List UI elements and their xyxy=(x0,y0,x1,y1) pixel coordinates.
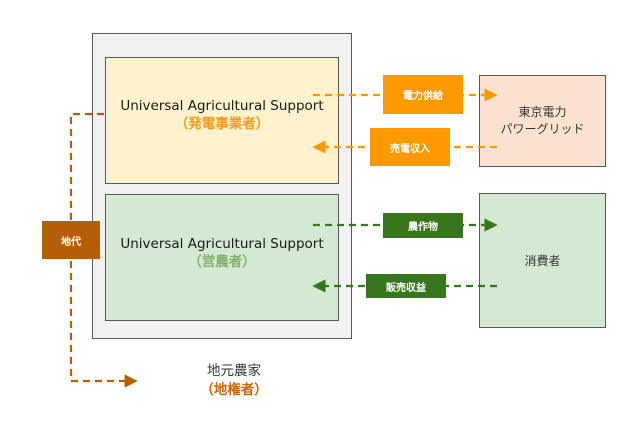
landowner: 地元農家 （地権者） xyxy=(164,362,304,400)
sales-revenue-label: 販売収益 xyxy=(366,274,446,298)
farmer-name: Universal Agricultural Support xyxy=(120,236,324,252)
producer-name: Universal Agricultural Support xyxy=(120,98,324,114)
grid-operator-line1: 東京電力 xyxy=(518,105,567,119)
farming-operator-box: Universal Agricultural Support （営農者） xyxy=(105,194,339,321)
landowner-name: 地元農家 xyxy=(207,363,261,379)
consumer-box: 消費者 xyxy=(479,193,606,328)
crops-label: 農作物 xyxy=(383,213,463,238)
power-producer-box: Universal Agricultural Support （発電事業者） xyxy=(105,57,339,184)
land-rent-label: 地代 xyxy=(42,221,100,259)
power-supply-label: 電力供給 xyxy=(383,75,463,114)
grid-operator-line2: パワーグリッド xyxy=(500,122,585,136)
farmer-role: （営農者） xyxy=(188,254,256,270)
grid-operator-box: 東京電力 パワーグリッド xyxy=(479,75,606,167)
consumer-label: 消費者 xyxy=(524,254,561,268)
power-sales-label: 売電収入 xyxy=(370,128,450,166)
producer-role: （発電事業者） xyxy=(174,116,270,132)
landowner-role: （地権者） xyxy=(200,382,268,398)
